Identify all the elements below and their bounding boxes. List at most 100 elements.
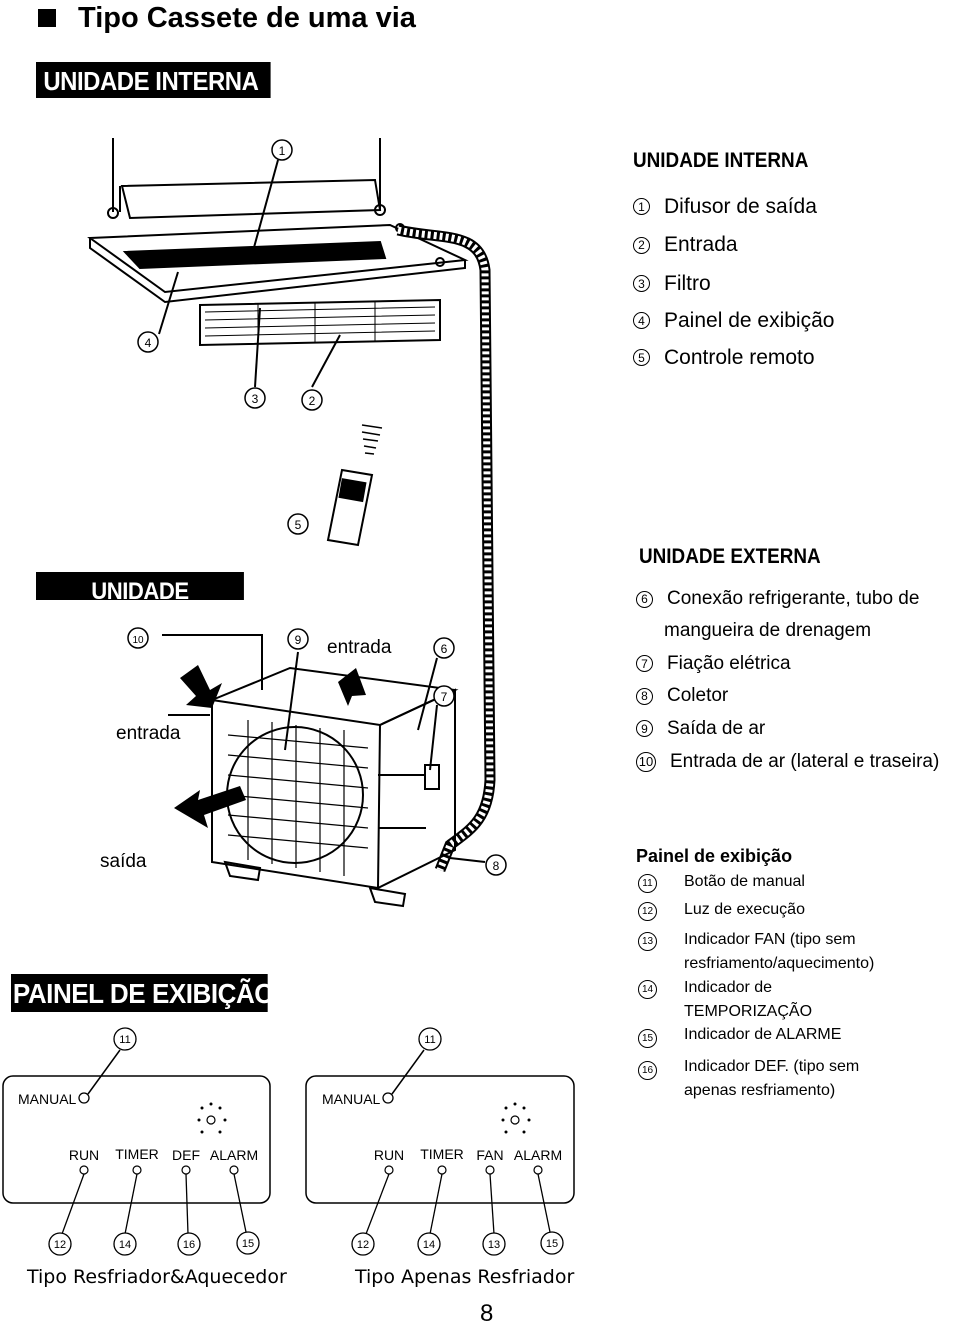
right-callout-a: 12 [357,1239,369,1251]
right-callout-11: 11 [424,1034,435,1046]
display-legend-list: 11 Botão de manual 12 Luz de execução 13… [638,870,938,1103]
display-panels-diagram: 11 MANUAL RUN TIMER DEF ALARM 12 14 [2,1027,575,1256]
callout-3: 3 [252,392,259,406]
airflow-arrows [174,665,366,828]
legend-text-2: Entrada [664,233,738,256]
indoor-unit-banner: UNIDADE INTERNA [36,62,271,98]
display-item-15: 15 Indicador de ALARME [638,1023,938,1055]
legend-item-7: 7 Fiação elétrica [636,647,939,680]
left-light-run: RUN [69,1147,99,1163]
callout-10: 10 [132,635,144,646]
legend-text-9: Saída de ar [667,717,766,739]
right-light-fan: FAN [476,1147,503,1163]
legend-item-6-cont: mangueira de drenagem [636,615,939,647]
display-item-16: 16 Indicador DEF. (tipo sem apenas resfr… [638,1055,938,1103]
legend-text-3: Filtro [664,271,711,295]
display-item-12: 12 Luz de execução [638,898,938,928]
left-light-def: DEF [172,1147,200,1163]
left-manual-label: MANUAL [18,1091,77,1107]
legend-item-5: 5 Controle remoto [633,339,834,376]
num-9: 9 [636,720,653,737]
display-text-16a: Indicador DEF. (tipo sem [684,1058,860,1075]
leader-lines [158,159,486,863]
right-callout-c: 13 [488,1239,500,1251]
title-text: Tipo Cassete de uma via [78,1,416,34]
page-title: Tipo Cassete de uma via [38,0,416,36]
hose-stripes [397,226,494,872]
num-5: 5 [633,349,650,366]
indoor-legend-list: 1 Difusor de saída 2 Entrada 3 Filtro 4 … [633,188,834,376]
display-text-16b: apenas resfriamento) [684,1082,836,1099]
legend-item-3: 3 Filtro [633,265,834,302]
display-legend-title: Painel de exibição [636,846,793,866]
legend-item-9: 9 Saída de ar [636,712,939,745]
dnum-12: 12 [638,902,657,921]
display-item-11: 11 Botão de manual [638,870,938,898]
display-text-13a: Indicador FAN (tipo sem [684,931,856,948]
label-saida: saída [100,851,147,872]
outdoor-unit-banner: UNIDADE [36,572,244,600]
dnum-16: 16 [638,1061,657,1080]
right-manual-label: MANUAL [322,1091,381,1107]
legend-item-6: 6 Conexão refrigerante, tubo de [636,583,939,615]
caption-right: Tipo Apenas Resfriador [355,1266,575,1288]
dnum-15: 15 [638,1029,657,1048]
right-receiver-dots [501,1102,531,1134]
display-text-14a: Indicador de [684,979,773,996]
left-light-timer: TIMER [115,1146,159,1162]
legend-text-5: Controle remoto [664,345,815,369]
left-manual-button[interactable] [78,1092,90,1104]
right-light-alarm: ALARM [514,1147,562,1163]
display-text-14b: TEMPORIZAÇÃO [684,1003,813,1020]
callout-7: 7 [441,690,448,704]
caption-left: Tipo Resfriador&Aquecedor [27,1266,287,1288]
dnum-14: 14 [638,980,657,999]
display-item-13: 13 Indicador FAN (tipo sem resfriamento/… [638,928,938,976]
label-entrada-left: entrada [116,723,181,744]
outdoor-legend-title: UNIDADE EXTERNA [639,545,821,568]
callout-2: 2 [309,394,316,408]
right-callout-b: 14 [423,1239,435,1251]
num-3: 3 [633,275,650,292]
right-light-run: RUN [374,1147,404,1163]
legend-item-2: 2 Entrada [633,225,834,265]
num-1: 1 [633,198,650,215]
panel-right: 11 MANUAL RUN TIMER FAN ALARM 12 14 [305,1027,575,1256]
legend-item-1: 1 Difusor de saída [633,188,834,225]
left-light-alarm: ALARM [210,1147,258,1163]
indoor-cassette-drawing [87,138,469,347]
display-item-14: 14 Indicador de TEMPORIZAÇÃO [638,976,938,1023]
unit-diagram: 1 2 3 4 5 6 7 8 9 10 [87,138,507,908]
num-10: 10 [636,751,656,772]
title-bullet [38,9,56,27]
dnum-13: 13 [638,932,657,951]
callout-4: 4 [145,336,152,350]
legend-text-6: Conexão refrigerante, tubo de [667,588,920,609]
legend-text-7: Fiação elétrica [667,652,791,674]
display-text-12: Luz de execução [684,901,805,918]
legend-text-4: Painel de exibição [664,308,835,332]
callout-1: 1 [279,144,286,158]
callout-8: 8 [493,859,500,873]
page-number: 8 [480,1300,494,1327]
left-receiver-dots [197,1102,227,1134]
legend-text-1: Difusor de saída [664,194,817,218]
legend-text-6-cont: mangueira de drenagem [664,620,872,641]
panel-left: 11 MANUAL RUN TIMER DEF ALARM 12 14 [2,1027,271,1256]
right-callout-d: 15 [546,1238,558,1250]
left-callout-d: 15 [242,1238,254,1250]
label-entrada-top: entrada [327,637,392,658]
legend-text-8: Coletor [667,685,729,706]
remote-control-drawing [326,424,383,547]
callout-5: 5 [295,518,302,532]
left-callout-a: 12 [54,1239,66,1251]
num-7: 7 [636,655,653,672]
outdoor-unit-drawing [208,666,459,908]
callout-9: 9 [295,633,302,647]
num-8: 8 [636,687,653,705]
right-manual-button[interactable] [382,1092,394,1104]
legend-text-10: Entrada de ar (lateral e traseira) [670,750,940,772]
left-callout-11: 11 [119,1034,130,1046]
legend-item-8: 8 Coletor [636,680,939,712]
left-callout-b: 14 [119,1239,131,1251]
